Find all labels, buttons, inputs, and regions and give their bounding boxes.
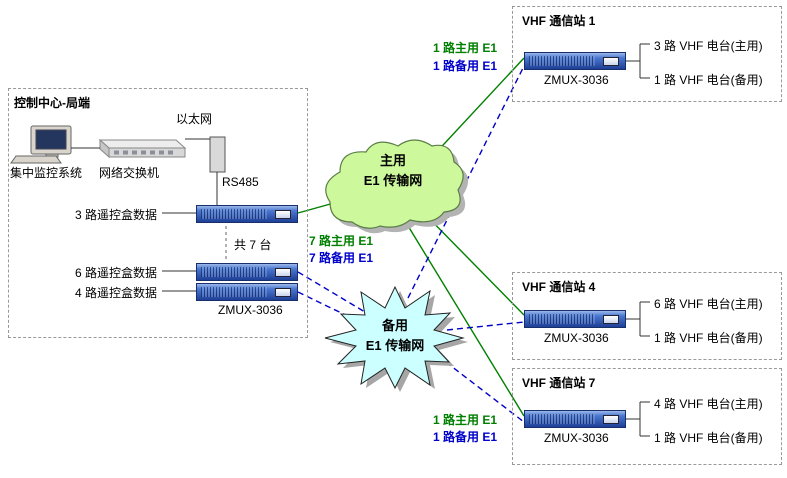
zmux-model-label-cc: ZMUX-3036	[218, 303, 283, 317]
station4-primary-radios-label: 6 路 VHF 电台(主用)	[654, 297, 763, 311]
station7-zmux-model: ZMUX-3036	[544, 431, 609, 445]
station1-title: VHF 通信站 1	[522, 14, 596, 28]
cable-lines	[71, 43, 650, 437]
station4-backup-radios-label: 1 路 VHF 电台(备用)	[654, 331, 763, 345]
monitoring-system-label: 集中监控系统	[10, 166, 83, 180]
station7-zmux-rack	[524, 410, 626, 428]
station1-backup-link-label: 1 路备用 E1	[433, 59, 498, 73]
primary-network-label: 主用 E1 传输网	[338, 151, 448, 190]
station4-bracket	[626, 301, 650, 337]
backup-link-trunk-b	[297, 291, 363, 324]
rs485-label: RS485	[222, 175, 259, 189]
backup-link-station7	[437, 355, 525, 423]
station4-title: VHF 通信站 4	[522, 280, 596, 294]
trunk-primary-link-label: 7 路主用 E1	[309, 234, 374, 248]
zmux-rack-1	[196, 205, 298, 223]
ethernet-label: 以太网	[176, 112, 213, 126]
backup-network-burst	[324, 285, 465, 390]
network-switch-label: 网络交换机	[99, 166, 160, 180]
station7-primary-radios-label: 4 路 VHF 电台(主用)	[654, 397, 763, 411]
backup-e1-links	[297, 65, 525, 423]
station1-bracket	[626, 43, 650, 79]
backup-network-name-line2: E1 传输网	[365, 337, 425, 353]
unit-count-label: 共 7 台	[234, 238, 272, 252]
station1-primary-link-label: 1 路主用 E1	[433, 41, 498, 55]
control-center-title: 控制中心-局端	[14, 96, 90, 110]
station7-backup-radios-label: 1 路 VHF 电台(备用)	[654, 431, 763, 445]
station7-title: VHF 通信站 7	[522, 376, 596, 390]
station-box-4	[512, 272, 782, 360]
network-switch-icon	[98, 138, 187, 159]
zmux-rack-3	[196, 283, 298, 301]
remote-box-data-label-3: 4 路遥控盒数据	[75, 286, 158, 300]
station-box-7	[512, 368, 782, 465]
station7-bracket	[626, 401, 650, 437]
station4-zmux-model: ZMUX-3036	[544, 331, 609, 345]
remote-box-data-label-2: 6 路遥控盒数据	[75, 266, 158, 280]
station4-zmux-rack	[524, 310, 626, 328]
primary-link-station7	[401, 215, 525, 417]
backup-link-station4	[446, 321, 525, 331]
backup-network-label: 备用 E1 传输网	[340, 316, 450, 355]
station7-primary-link-label: 1 路主用 E1	[433, 413, 498, 427]
zmux-rack-2	[196, 263, 298, 281]
station-box-1	[512, 6, 782, 102]
backup-network-name-line1: 备用	[381, 318, 408, 333]
station7-backup-link-label: 1 路备用 E1	[433, 430, 498, 444]
station1-backup-radios-label: 1 路 VHF 电台(备用)	[654, 73, 763, 87]
backup-link-station1	[407, 65, 525, 299]
control-center-box	[8, 88, 308, 338]
trunk-backup-link-label: 7 路备用 E1	[309, 251, 374, 265]
backup-link-trunk-a	[297, 271, 371, 316]
station1-zmux-rack	[524, 52, 626, 70]
monitoring-computer-icon	[10, 125, 72, 164]
remote-box-data-label-1: 3 路遥控盒数据	[75, 208, 158, 222]
primary-network-cloud	[325, 139, 464, 229]
station1-primary-radios-label: 3 路 VHF 电台(主用)	[654, 39, 763, 53]
primary-network-name-line1: 主用	[379, 153, 406, 168]
station1-zmux-model: ZMUX-3036	[544, 73, 609, 87]
primary-network-name-line2: E1 传输网	[363, 172, 423, 188]
